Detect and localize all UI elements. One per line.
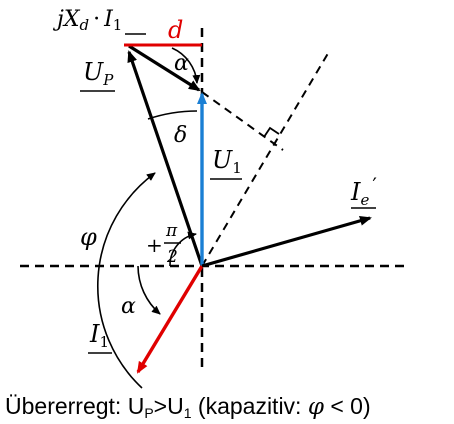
alpha-label-lower: α (121, 294, 136, 319)
two-denominator: 2 (166, 247, 178, 267)
d-label: d (168, 16, 183, 44)
phi-arc (97, 172, 156, 389)
right-angle-mark (263, 126, 280, 138)
dashed-line-from-u1-tip (201, 91, 284, 151)
delta-arc (147, 110, 198, 120)
up-phasor-arrow (127, 50, 204, 267)
i1-label: I1 (89, 320, 109, 351)
plus-sign: + (146, 233, 163, 257)
u1-label: U1 (212, 146, 242, 177)
up-label: UP (83, 58, 114, 89)
ie-phasor-arrow (201, 215, 372, 268)
delta-label: δ (174, 123, 187, 148)
reactance-voltage-arrow (128, 44, 201, 92)
pi-numerator: π (165, 221, 178, 241)
caption: Übererregt: UP>U1 (kapazitiv: φ < 0) (5, 393, 371, 421)
reactance-label: jXd·I1 (52, 7, 122, 34)
i1-phasor-arrow (136, 265, 204, 374)
ie-label: Ie′ (350, 173, 377, 209)
alpha-arc-upper (171, 47, 201, 84)
alpha-arc-lower (137, 265, 161, 315)
alpha-label-upper: α (174, 51, 189, 76)
phi-label: φ (80, 223, 97, 251)
